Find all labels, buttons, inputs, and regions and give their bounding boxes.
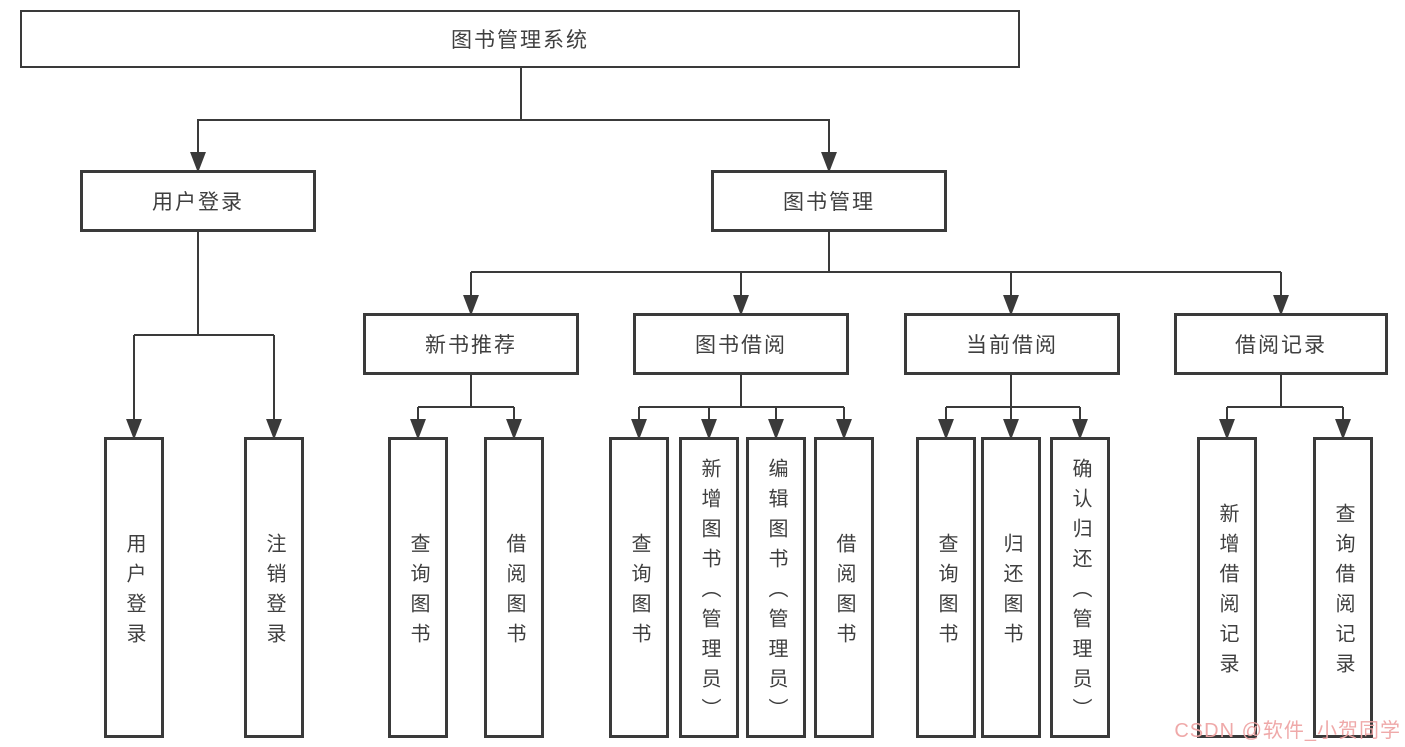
leaf-label: 编辑图书（管理员） xyxy=(765,457,787,728)
leaf-add-borrow-record: 新增借阅记录 xyxy=(1197,437,1257,738)
node-book-borrow: 图书借阅 xyxy=(633,313,849,375)
leaf-label: 查询图书 xyxy=(628,532,650,653)
node-root-library-system: 图书管理系统 xyxy=(20,10,1020,68)
leaf-query-books-borrow: 查询图书 xyxy=(609,437,669,738)
leaf-label: 确认归还（管理员） xyxy=(1069,457,1091,728)
leaf-user-login: 用户登录 xyxy=(104,437,164,738)
leaf-query-books-recommend: 查询图书 xyxy=(388,437,448,738)
leaf-query-books-current: 查询图书 xyxy=(916,437,976,738)
leaf-edit-books-admin: 编辑图书（管理员） xyxy=(746,437,806,738)
leaf-label: 借阅图书 xyxy=(833,532,855,653)
leaf-borrow-books: 借阅图书 xyxy=(814,437,874,738)
leaf-label: 注销登录 xyxy=(263,532,285,653)
leaf-label: 查询借阅记录 xyxy=(1332,502,1354,683)
leaf-add-books-admin: 新增图书（管理员） xyxy=(679,437,739,738)
leaf-confirm-return-admin: 确认归还（管理员） xyxy=(1050,437,1110,738)
leaf-query-borrow-record: 查询借阅记录 xyxy=(1313,437,1373,738)
leaf-borrow-books-recommend: 借阅图书 xyxy=(484,437,544,738)
leaf-label: 新增图书（管理员） xyxy=(698,457,720,728)
leaf-label: 归还图书 xyxy=(1000,532,1022,653)
node-book-management: 图书管理 xyxy=(711,170,947,232)
node-user-login: 用户登录 xyxy=(80,170,316,232)
node-borrow-records: 借阅记录 xyxy=(1174,313,1388,375)
leaf-return-books: 归还图书 xyxy=(981,437,1041,738)
leaf-label: 查询图书 xyxy=(407,532,429,653)
leaf-label: 查询图书 xyxy=(935,532,957,653)
leaf-label: 新增借阅记录 xyxy=(1216,502,1238,683)
leaf-label: 用户登录 xyxy=(123,532,145,653)
node-current-borrow: 当前借阅 xyxy=(904,313,1120,375)
node-new-book-recommend: 新书推荐 xyxy=(363,313,579,375)
leaf-logout: 注销登录 xyxy=(244,437,304,738)
csdn-watermark: CSDN @软件_小贺同学 xyxy=(1174,720,1401,742)
leaf-label: 借阅图书 xyxy=(503,532,525,653)
